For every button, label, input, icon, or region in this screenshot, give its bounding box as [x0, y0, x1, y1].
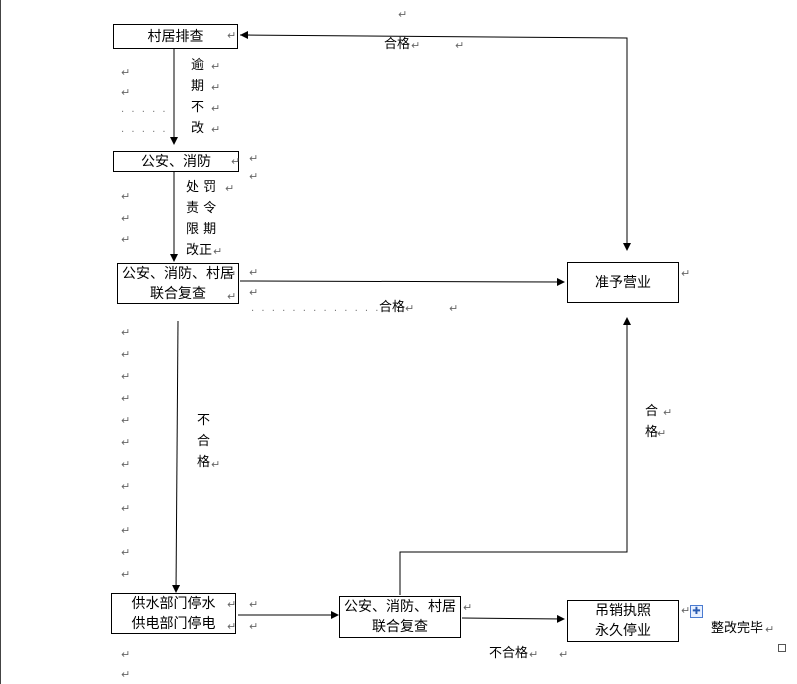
node-revoke-line2: 永久停业: [595, 623, 651, 639]
return-mark: ↵: [121, 480, 131, 493]
return-mark: ↵: [249, 598, 259, 611]
return-mark: ↵: [411, 39, 421, 52]
label-unqualified-char-1: 不: [197, 413, 211, 428]
return-mark: ↵: [121, 370, 131, 383]
return-mark: ↵: [121, 546, 131, 559]
return-mark: ↵: [121, 648, 131, 661]
table-move-handle-icon[interactable]: ✚: [690, 605, 703, 618]
return-mark: ↵: [121, 86, 131, 99]
return-mark: ↵: [121, 348, 131, 361]
return-mark: ↵: [121, 502, 131, 515]
node-police-fire: 公安、消防: [113, 151, 239, 172]
return-mark: ↵: [211, 81, 221, 94]
return-mark: ↵: [681, 604, 691, 617]
return-mark: ↵: [225, 182, 235, 195]
return-mark: ↵: [249, 620, 259, 633]
return-mark: ↵: [211, 123, 221, 136]
label-qualified-mid: 合格: [379, 300, 406, 315]
return-mark: ↵: [227, 268, 237, 281]
return-mark: ↵: [405, 302, 415, 315]
label-overdue-char-4: 改: [191, 121, 205, 136]
return-mark: ↵: [765, 623, 775, 636]
return-mark: ↵: [121, 568, 131, 581]
return-mark: ↵: [121, 668, 131, 681]
dots-leader-2: · · · · ·: [121, 127, 168, 138]
return-mark: ↵: [211, 102, 221, 115]
return-mark: ↵: [249, 286, 259, 299]
node-joint-review-2: 公安、消防、村居 联合复查: [339, 596, 461, 638]
node-village-check-label: 村居排查: [147, 28, 204, 45]
resize-handle-icon[interactable]: [778, 644, 786, 652]
return-mark: ↵: [121, 233, 131, 246]
label-qualified-top: 合格: [384, 37, 411, 52]
label-penalty-row-1: 处 罚: [186, 180, 217, 195]
return-mark: ↵: [455, 39, 465, 52]
node-joint-review-1: 公安、消防、村居 联合复查: [117, 263, 239, 304]
label-overdue-char-3: 不: [191, 100, 205, 115]
return-mark: ↵: [211, 458, 221, 471]
node-joint-review-1-line1: 公安、消防、村居: [122, 265, 234, 282]
node-revoke: 吊销执照 永久停业: [567, 600, 679, 642]
return-mark: ↵: [663, 406, 673, 419]
return-mark: ↵: [529, 648, 539, 661]
return-mark: ↵: [231, 155, 241, 168]
return-mark: ↵: [121, 392, 131, 405]
return-mark: ↵: [227, 598, 237, 611]
return-mark: ↵: [121, 414, 131, 427]
return-mark: ↵: [121, 326, 131, 339]
node-permit: 准予营业: [567, 262, 679, 303]
node-cutoff-line2: 供电部门停电: [131, 615, 216, 632]
return-mark: ↵: [121, 458, 131, 471]
return-mark: ↵: [227, 29, 237, 42]
node-joint-review-2-line1: 公安、消防、村居: [344, 599, 456, 615]
label-unqualified-char-2: 合: [197, 434, 211, 449]
label-unqualified-char-3: 格: [197, 455, 211, 470]
node-revoke-line1: 吊销执照: [595, 603, 651, 619]
label-unqualified-bottom: 不合格: [489, 646, 529, 661]
arrow-review2-to-revoke: [461, 614, 565, 623]
return-mark: ↵: [227, 620, 237, 633]
return-mark: ↵: [657, 427, 667, 440]
label-penalty-row-2: 责 令: [186, 201, 217, 216]
return-mark: ↵: [681, 267, 691, 280]
return-mark: ↵: [213, 245, 223, 258]
page-left-border: [0, 0, 1, 684]
dots-leader-1: · · · · ·: [121, 107, 168, 118]
return-mark: ↵: [463, 601, 473, 614]
label-rectify-done: 整改完毕: [711, 621, 764, 636]
return-mark: ↵: [249, 266, 259, 279]
arrow-review1-to-cutoff: [172, 320, 181, 593]
node-village-check: 村居排查: [113, 24, 238, 49]
label-qualified-right-char-1: 合: [645, 404, 659, 419]
return-mark: ↵: [211, 60, 221, 73]
arrow-review1-to-permit: [239, 277, 565, 286]
return-mark: ↵: [121, 212, 131, 225]
return-mark: ↵: [249, 152, 259, 165]
return-mark: ↵: [559, 648, 569, 661]
return-mark: ↵: [449, 302, 459, 315]
return-mark: ↵: [249, 170, 259, 183]
label-overdue-char-1: 逾: [191, 58, 205, 73]
node-cutoff: 供水部门停水 供电部门停电: [111, 593, 236, 634]
return-mark: ↵: [121, 190, 131, 203]
label-qualified-right-char-2: 格: [645, 425, 659, 440]
dots-leader-3: · · · · · · · · · · · · · · ·: [251, 306, 402, 317]
return-mark: ↵: [227, 290, 237, 303]
return-mark: ↵: [121, 524, 131, 537]
return-mark: ↵: [121, 436, 131, 449]
node-police-fire-label: 公安、消防: [141, 153, 211, 170]
node-joint-review-1-line2: 联合复查: [150, 285, 206, 302]
node-cutoff-line1: 供水部门停水: [131, 595, 216, 612]
label-penalty-row-3: 限 期: [186, 222, 217, 237]
node-permit-label: 准予营业: [595, 274, 651, 291]
node-joint-review-2-line2: 联合复查: [372, 619, 428, 635]
return-mark: ↵: [398, 8, 408, 21]
label-penalty-row-4: 改正: [186, 243, 213, 258]
arrow-check-to-permit: [239, 34, 631, 251]
return-mark: ↵: [121, 66, 131, 79]
label-overdue-char-2: 期: [191, 79, 205, 94]
arrow-review2-to-permit: [399, 317, 631, 595]
